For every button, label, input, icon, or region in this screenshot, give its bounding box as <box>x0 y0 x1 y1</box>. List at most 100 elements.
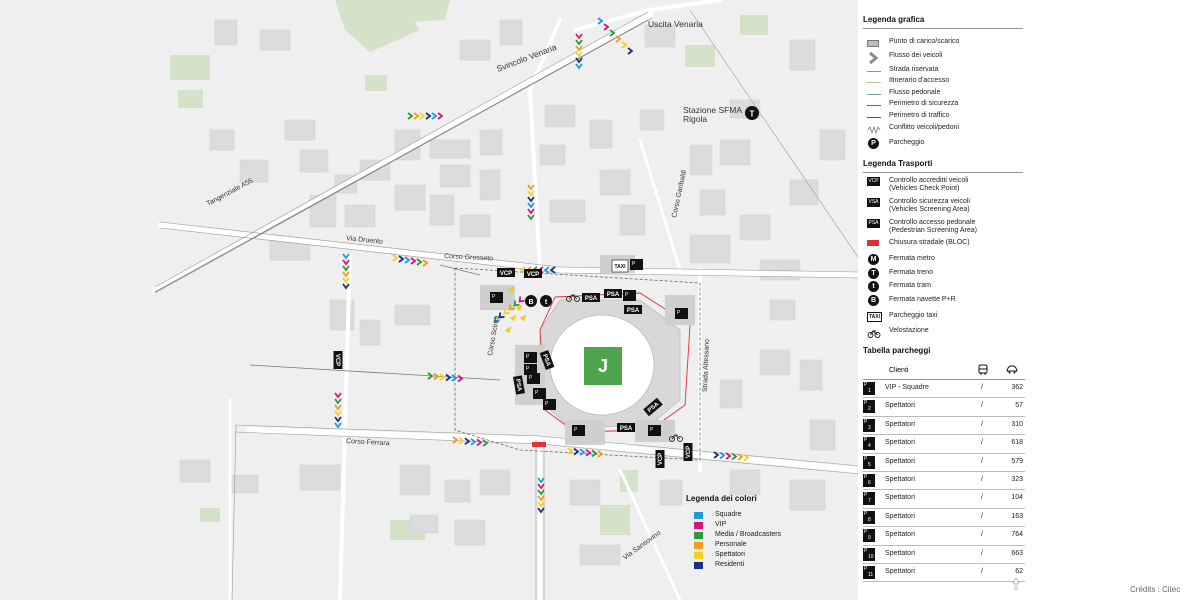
divider <box>863 172 1023 173</box>
legend-item-taxi: TAXI Parcheggio taxi <box>867 312 938 322</box>
svg-text:VCP: VCP <box>658 453 664 465</box>
flow-chevron <box>621 41 628 49</box>
flow-chevron <box>482 439 489 447</box>
parking-marker: P <box>524 364 537 375</box>
taxi-icon: TAXI <box>867 312 882 322</box>
color-swatch <box>694 552 703 559</box>
flow-chevron <box>342 265 350 272</box>
vehicle-flows <box>334 17 750 514</box>
parking-car-count: 57 <box>1015 402 1023 410</box>
line-swatch <box>867 82 881 83</box>
train-icon: T <box>868 268 879 279</box>
flow-chevron <box>498 312 505 319</box>
label-corso-ferrara: Corso Ferrara <box>346 438 390 447</box>
flow-chevron <box>437 112 444 120</box>
flow-chevron <box>713 451 720 459</box>
parking-car-count: 104 <box>1011 494 1023 502</box>
vcp-marker: VCP <box>333 351 343 369</box>
parking-car-count: 663 <box>1011 549 1023 557</box>
buildings <box>179 19 846 566</box>
flow-chevron <box>543 266 550 274</box>
parking-client: Spettatori <box>885 512 915 520</box>
flow-chevron <box>527 214 535 221</box>
parking-car-count: 362 <box>1011 384 1023 391</box>
svg-text:PSA: PSA <box>514 379 522 393</box>
parking-car-count: 764 <box>1011 531 1023 539</box>
legend-trasporti-title: Legenda Trasporti <box>863 159 933 168</box>
legend-panel: Legenda grafica Punto di carico/scarico … <box>858 0 1200 600</box>
vcp-marker: VCP <box>683 443 693 461</box>
parking-bus-count: / <box>981 494 983 502</box>
traffic-perimeter <box>454 267 701 461</box>
parking-marker: P <box>533 388 546 399</box>
svg-text:P: P <box>625 292 629 298</box>
vsa-badge-icon: VSA <box>867 198 880 207</box>
divider <box>863 28 1023 29</box>
parking-client: Spettatori <box>885 549 915 557</box>
flow-chevron <box>603 23 610 31</box>
flow-chevron <box>342 283 350 290</box>
parking-bus-count: / <box>981 567 983 575</box>
flow-chevron <box>597 450 604 458</box>
parking-table-title: Tabella parcheggi <box>863 346 931 355</box>
svg-text:PSA: PSA <box>541 354 551 368</box>
flow-chevron <box>392 254 399 262</box>
color-swatch <box>694 522 703 529</box>
label-stazione-line1: Stazione SFMA <box>683 105 742 115</box>
vcp-marker: VCP <box>497 268 515 277</box>
parking-marker: P <box>543 399 556 410</box>
flow-chevron <box>476 438 483 447</box>
svg-text:P: P <box>574 427 578 433</box>
label-stazione-line2: Rigola <box>683 114 707 124</box>
svg-text:PSA: PSA <box>585 296 598 302</box>
parking-bus-count: / <box>981 420 983 428</box>
flow-chevron <box>615 35 622 43</box>
parking-bus-count: / <box>981 439 983 447</box>
flow-chevron <box>567 447 574 455</box>
flow-chevron <box>573 447 580 456</box>
parking-bus-count: / <box>981 402 983 410</box>
flow-chevron <box>597 17 604 25</box>
loading-point-icon <box>867 40 879 47</box>
svg-text:P: P <box>545 401 549 407</box>
flow-chevron <box>334 410 342 417</box>
parking-table-header: Clienti <box>863 361 1025 380</box>
parking-car-count: 579 <box>1011 457 1023 465</box>
parking-client: Spettatori <box>885 457 915 465</box>
flow-chevron <box>439 373 446 381</box>
juventus-logo-icon: J <box>598 356 608 376</box>
flow-chevron <box>575 51 583 58</box>
parking-markers: P P P P P P P P P P P <box>490 259 688 436</box>
flow-chevron <box>731 452 738 461</box>
psa-badge-icon: PSA <box>867 219 880 228</box>
flow-chevron <box>451 374 458 382</box>
svg-text:P: P <box>535 390 539 396</box>
flow-chevron <box>537 489 545 496</box>
parking-bus-count: / <box>981 531 983 539</box>
flow-chevron <box>591 449 598 458</box>
psa-marker: PSA <box>624 305 642 314</box>
flow-chevron <box>575 63 583 70</box>
flow-chevron <box>537 483 545 490</box>
parking-marker: P <box>572 425 585 436</box>
psa-marker: PSA <box>513 375 525 395</box>
parking-car-count: 62 <box>1015 567 1023 575</box>
color-swatch <box>694 542 703 549</box>
legend-item-tram: t Fermata tram <box>863 281 1033 295</box>
parking-marker: P <box>524 352 537 363</box>
legend-grafica-title: Legenda grafica <box>863 15 925 24</box>
legend-item-train: T Fermata treno <box>863 268 1033 282</box>
bike-icon <box>867 330 881 338</box>
svg-text:t: t <box>545 299 548 306</box>
